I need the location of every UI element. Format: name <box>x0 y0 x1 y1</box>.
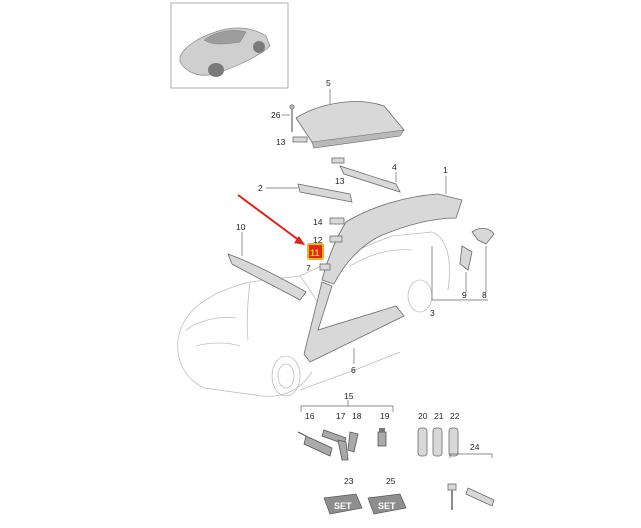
callout-21[interactable]: 21 <box>434 411 444 421</box>
leader-24 <box>449 453 493 458</box>
bracket-14[interactable] <box>329 217 345 225</box>
leader-3-bracket <box>431 246 488 301</box>
sill-panel-6[interactable] <box>303 281 405 363</box>
car-thumbnail[interactable] <box>170 2 289 89</box>
applicator-24[interactable] <box>447 483 495 510</box>
bracket-7[interactable] <box>319 263 331 271</box>
clip-13-lower[interactable] <box>331 157 345 164</box>
callout-13-upper[interactable]: 13 <box>276 137 286 147</box>
caulking-gun-17[interactable] <box>321 429 349 461</box>
callout-26[interactable]: 26 <box>271 110 281 120</box>
callout-19[interactable]: 19 <box>380 411 390 421</box>
callout-5[interactable]: 5 <box>326 78 331 88</box>
wheel-arch-9[interactable] <box>459 245 473 271</box>
callout-22[interactable]: 22 <box>450 411 460 421</box>
roof-panel-part[interactable] <box>295 101 405 149</box>
callout-25[interactable]: 25 <box>386 476 396 486</box>
callout-24[interactable]: 24 <box>470 442 480 452</box>
callout-1[interactable]: 1 <box>443 165 448 175</box>
side-frame-1[interactable] <box>321 193 463 285</box>
windscreen-frame-10[interactable] <box>227 253 307 301</box>
red-pointer-arrow <box>237 194 305 245</box>
callout-12[interactable]: 12 <box>313 235 323 245</box>
highlight-label-11: 11 <box>310 248 320 258</box>
callout-18[interactable]: 18 <box>352 411 362 421</box>
callout-17[interactable]: 17 <box>336 411 346 421</box>
callout-23[interactable]: 23 <box>344 476 354 486</box>
group-15-bracket <box>300 400 394 412</box>
cartridge-21[interactable] <box>432 427 443 457</box>
callout-4[interactable]: 4 <box>392 162 397 172</box>
callout-6[interactable]: 6 <box>351 365 356 375</box>
bolt-26[interactable] <box>289 104 295 132</box>
callout-15[interactable]: 15 <box>344 391 354 401</box>
repair-kit-25[interactable]: SET <box>367 493 407 515</box>
cartridge-22[interactable] <box>448 427 459 457</box>
adhesive-tube-16[interactable] <box>297 431 333 457</box>
trim-strip-2[interactable] <box>297 183 353 203</box>
clip-13-upper[interactable] <box>292 136 308 143</box>
primer-bottle-19[interactable] <box>377 428 387 447</box>
callout-20[interactable]: 20 <box>418 411 428 421</box>
callout-10[interactable]: 10 <box>236 222 246 232</box>
callout-16[interactable]: 16 <box>305 411 315 421</box>
set-label-23: SET <box>334 501 352 511</box>
callout-9[interactable]: 9 <box>462 290 467 300</box>
callout-2[interactable]: 2 <box>258 183 263 193</box>
callout-13-lower[interactable]: 13 <box>335 176 345 186</box>
nozzle-18[interactable] <box>347 431 359 453</box>
highlighted-part-11[interactable]: 11 <box>307 243 324 260</box>
bracket-12[interactable] <box>329 235 343 243</box>
callout-8[interactable]: 8 <box>482 290 487 300</box>
callout-3[interactable]: 3 <box>430 308 435 318</box>
repair-kit-23[interactable]: SET <box>323 493 363 515</box>
cartridge-20[interactable] <box>417 427 428 457</box>
set-label-25: SET <box>378 501 396 511</box>
callout-14[interactable]: 14 <box>313 217 323 227</box>
roof-rail-4[interactable] <box>339 165 401 193</box>
callout-7[interactable]: 7 <box>306 263 311 273</box>
wheel-arch-8[interactable] <box>471 228 495 245</box>
